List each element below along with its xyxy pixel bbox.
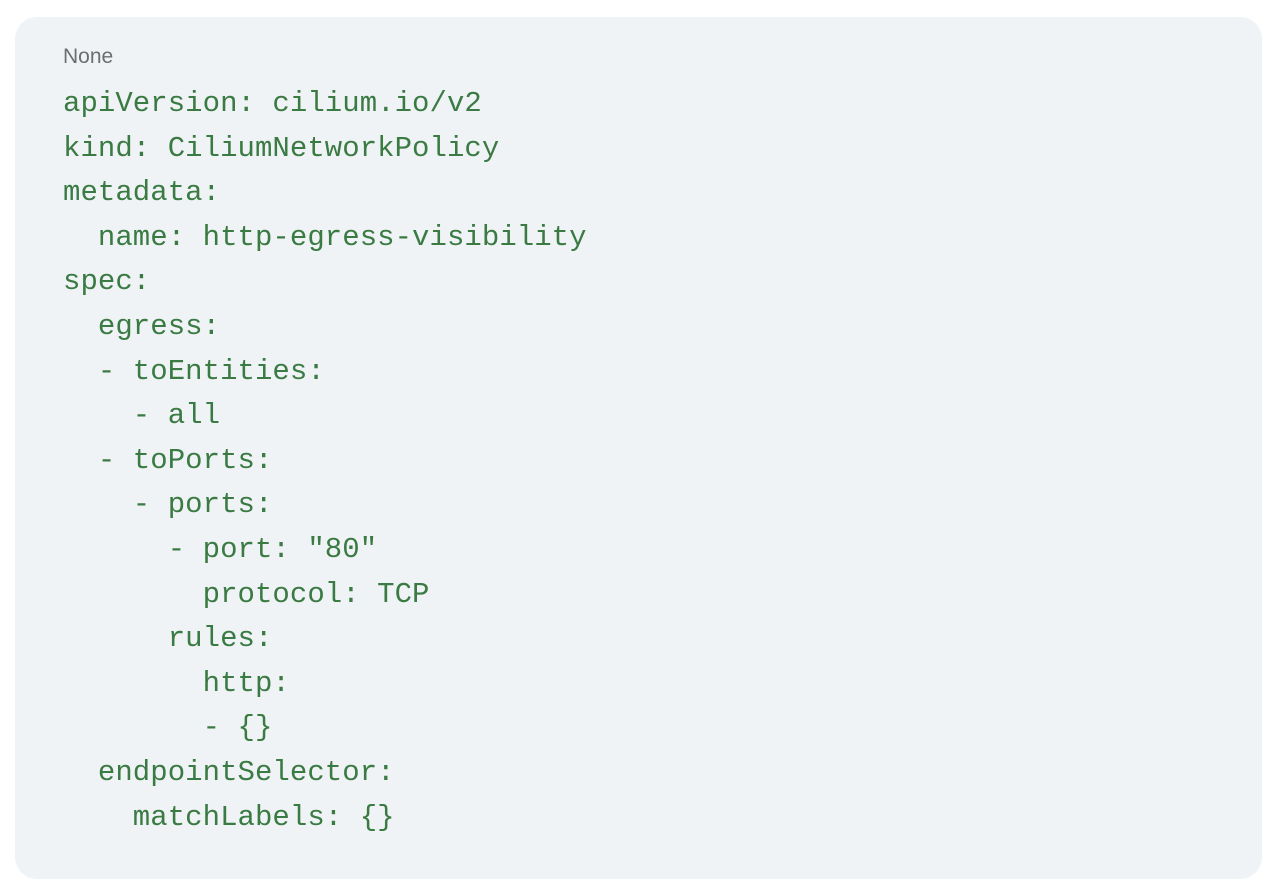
code-line: endpointSelector: xyxy=(63,755,395,789)
code-line: apiVersion: cilium.io/v2 xyxy=(63,87,482,120)
code-line: - toEntities: xyxy=(63,354,325,388)
code-line: - ports: xyxy=(63,488,273,522)
code-line: - port: "80" xyxy=(63,532,378,566)
code-line: spec: xyxy=(63,265,151,299)
code-line: protocol: TCP xyxy=(63,577,430,611)
code-line: - all xyxy=(63,399,221,433)
code-line: name: http-egress-visibility xyxy=(63,220,587,254)
code-line: http: xyxy=(63,666,290,700)
code-line: - toPorts: xyxy=(63,443,273,477)
code-line: metadata: xyxy=(63,176,221,210)
code-line: rules: xyxy=(63,622,273,656)
code-line: kind: CiliumNetworkPolicy xyxy=(63,131,500,165)
code-block: None apiVersion: cilium.io/v2 kind: Ciliu… xyxy=(15,17,1262,879)
code-line: matchLabels: {} xyxy=(63,800,395,834)
language-label: None xyxy=(63,45,114,68)
code-line: egress: xyxy=(63,309,221,343)
code-line: - {} xyxy=(63,711,273,745)
code-content[interactable]: apiVersion: cilium.io/v2 kind: CiliumNetw… xyxy=(63,82,587,840)
